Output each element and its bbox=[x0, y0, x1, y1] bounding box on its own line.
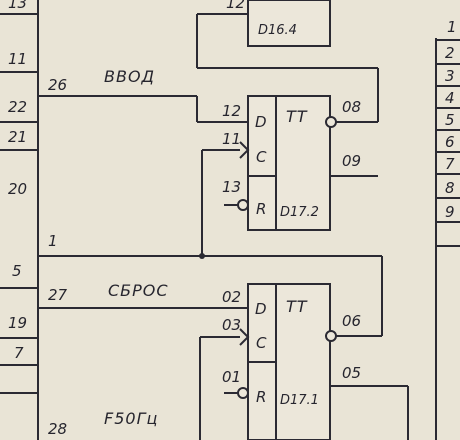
right-connector: 1 2 3 4 5 6 7 8 9 bbox=[435, 18, 460, 440]
flip-flop-d17-2: D C R TT D17.2 12 11 13 08 09 bbox=[222, 95, 378, 231]
ff1-pin-nq-label: 09 bbox=[342, 152, 361, 170]
ff2-pin-c-label: 03 bbox=[222, 316, 241, 334]
ff1-ref-label: D17.2 bbox=[280, 205, 319, 220]
right-pin-label: 5 bbox=[445, 111, 455, 129]
ff1-pin-r-label: 13 bbox=[222, 178, 241, 196]
right-pin-label: 9 bbox=[445, 203, 455, 221]
left-pin-label: 7 bbox=[14, 344, 24, 362]
ff2-type-label: TT bbox=[286, 297, 308, 316]
ff2-ref-label: D17.1 bbox=[280, 393, 319, 408]
chip-d16-4-pin-label: 12 bbox=[226, 0, 245, 12]
ff1-pin-c-label: 11 bbox=[222, 130, 241, 148]
left-pin-label: 5 bbox=[12, 262, 22, 280]
junction-dot bbox=[199, 253, 205, 259]
signal-vvod: 26 ВВОД bbox=[38, 67, 248, 123]
right-pin-label: 1 bbox=[447, 18, 457, 36]
left-pin-label: 22 bbox=[8, 98, 27, 116]
vvod-pin-label: 26 bbox=[48, 76, 67, 94]
right-pin-label: 6 bbox=[445, 133, 455, 151]
ff2-c-input-label: C bbox=[256, 334, 267, 352]
clock-net: 1 bbox=[38, 149, 383, 337]
junction-label: 1 bbox=[48, 232, 58, 250]
ff2-q-inversion-bubble bbox=[325, 330, 337, 342]
left-pin-label: 20 bbox=[8, 180, 27, 198]
right-pin-label: 4 bbox=[445, 89, 455, 107]
right-pin-label: 7 bbox=[445, 155, 455, 173]
ff2-r-input-label: R bbox=[256, 388, 266, 406]
ff1-q-inversion-bubble bbox=[325, 116, 337, 128]
left-pin-label: 19 bbox=[8, 314, 27, 332]
vvod-signal-label: ВВОД bbox=[104, 67, 155, 86]
left-connector: 13 11 22 21 20 5 19 7 bbox=[0, 0, 39, 440]
f50-signal-label: F50Гц bbox=[104, 409, 158, 428]
ff2-reset-inversion-bubble bbox=[237, 387, 249, 399]
ff1-d-input-label: D bbox=[255, 113, 267, 131]
left-pin-label: 11 bbox=[8, 50, 27, 68]
flip-flop-d17-1: D C R TT D17.1 02 03 01 06 05 bbox=[199, 283, 409, 440]
signal-sbros: 27 СБРОС bbox=[38, 281, 248, 309]
ff2-pin-d-label: 02 bbox=[222, 288, 241, 306]
ff1-type-label: TT bbox=[286, 107, 308, 126]
ff1-pin-d-label: 12 bbox=[222, 102, 241, 120]
ff1-c-input-label: C bbox=[256, 148, 267, 166]
ff1-r-input-label: R bbox=[256, 200, 266, 218]
chip-d16-4-ref-label: D16.4 bbox=[258, 23, 297, 38]
ff1-pin-q-label: 08 bbox=[342, 98, 361, 116]
ff2-pin-nq-label: 05 bbox=[342, 364, 361, 382]
right-pin-label: 3 bbox=[445, 67, 455, 85]
chip-d16-4: 12 D16.4 bbox=[196, 0, 379, 123]
ff2-d-input-label: D bbox=[255, 300, 267, 318]
ff2-pin-r-label: 01 bbox=[222, 368, 241, 386]
left-pin-label: 13 bbox=[8, 0, 27, 12]
sbros-signal-label: СБРОС bbox=[108, 281, 169, 300]
f50-pin-label: 28 bbox=[48, 420, 67, 438]
right-pin-label: 2 bbox=[445, 44, 455, 62]
sbros-pin-label: 27 bbox=[48, 286, 68, 304]
left-pin-label: 21 bbox=[8, 128, 27, 146]
right-pin-label: 8 bbox=[445, 179, 455, 197]
signal-f50: 28 F50Гц bbox=[48, 409, 158, 438]
ff1-reset-inversion-bubble bbox=[237, 199, 249, 211]
ff2-pin-q-label: 06 bbox=[342, 312, 361, 330]
